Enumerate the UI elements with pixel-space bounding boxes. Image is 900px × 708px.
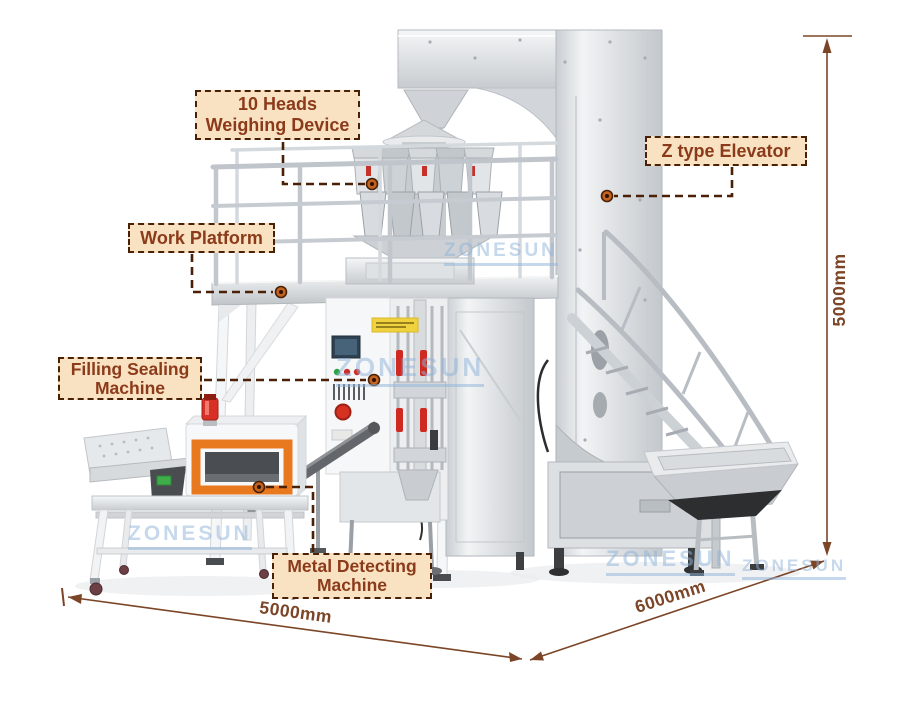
watermark: ZONESUN [742,556,847,580]
arrowhead-up [822,38,832,53]
callout-line: Weighing Device [205,115,350,135]
watermark: ZONESUN [606,546,735,576]
weigher-red-clips [366,166,475,176]
dimension-height-label: 5000mm [829,253,849,326]
callout-weighing-device: 10 Heads Weighing Device [195,90,360,140]
leader-dots [252,177,614,494]
callout-leaders [190,142,734,552]
callout-line: Work Platform [140,227,263,248]
arrowhead-down [822,542,832,556]
green-display [156,475,172,486]
leader-z-elevator [614,167,734,198]
indicator-red [353,368,361,376]
dimension-floor-left-label: 5000mm [258,597,333,627]
elevator-discharge-funnel [403,89,469,129]
bag-outlet [397,469,439,501]
infeed-hopper [643,441,799,576]
hopper-bowl [668,490,782,520]
dimension-floor-left: 5000mm [61,587,523,662]
arrowhead-right [509,652,522,662]
callout-line: Filling Sealing [70,358,190,379]
leader-metal-detecting [266,485,315,552]
leader-dot [252,480,266,494]
watermark: ZONESUN [336,352,485,387]
callout-line: Metal Detecting [287,556,417,576]
base-handle [639,499,671,513]
emergency-stop-button [334,403,352,421]
callout-line: Z type Elevator [661,140,791,161]
arrowhead-right [810,560,824,570]
indicator-red [343,368,351,376]
beacon-light [201,397,219,421]
callout-z-elevator: Z type Elevator [645,136,807,166]
leader-weighing-device [281,142,365,186]
stair-handrail [603,229,778,455]
warning-sticker [371,317,419,333]
leader-dot [600,189,614,203]
indicator-green [333,368,341,376]
leader-dot [274,285,288,299]
callout-metal-detecting: Metal Detecting Machine [272,553,432,599]
stair-handrail [575,287,745,475]
dimension-height: 5000mm [803,35,852,556]
callout-filling-sealing: Filling Sealing Machine [58,357,202,400]
callout-line: Machine [316,575,388,595]
watermark: ZONESUN [444,240,558,266]
arrowhead-left [68,594,82,604]
leader-work-platform [190,254,273,294]
tray-perforations [98,436,154,458]
stand-leg [255,509,267,571]
elevator-foot [688,548,698,568]
rivets [428,38,648,442]
callout-line: Machine [94,377,166,398]
platform-brace [221,302,299,403]
metal-detector [83,394,309,600]
cable [536,359,550,453]
elevator-foot [554,548,564,570]
leader-dot [365,177,379,191]
handrail-mid [211,196,558,208]
callout-line: 10 Heads [237,94,318,114]
detector-orange-frame [191,439,293,495]
column-cutout [593,392,607,418]
watermark: ZONESUN [128,522,252,550]
vffs-frame [445,297,535,557]
sealing-jaws-handles [396,350,427,432]
handrail-top [210,156,559,170]
filling-sealing-machine [325,297,535,575]
stand-leg [89,509,109,581]
stand-tabletop [91,495,309,511]
callout-work-platform: Work Platform [128,223,275,253]
arrowhead-left [530,651,544,661]
